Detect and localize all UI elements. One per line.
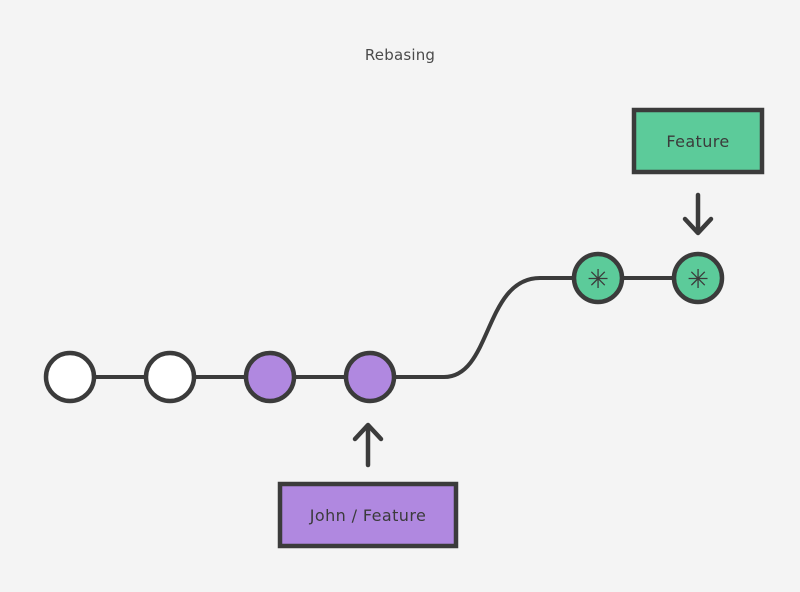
page-title: Rebasing (365, 46, 435, 64)
commit-circle (143, 350, 197, 404)
commit-node-c3[interactable] (243, 350, 297, 404)
commit-circle (671, 251, 725, 305)
commit-node-c5[interactable]: ✳ (571, 251, 625, 305)
feature-label-group[interactable]: Feature (631, 107, 765, 175)
arrow-head-up (352, 422, 384, 442)
commit-circle (243, 350, 297, 404)
commit-circle (43, 350, 97, 404)
commit-node-c2[interactable] (143, 350, 197, 404)
feature-label-box[interactable] (631, 107, 765, 175)
edge-group (94, 276, 674, 379)
commit-node-c1[interactable] (43, 350, 97, 404)
john-feature-label-group[interactable]: John / Feature (277, 481, 459, 549)
commit-nodes: ✳ ✳ (43, 251, 725, 404)
asterisk-icon: ✳ (587, 265, 609, 295)
feature-label-text: Feature (666, 132, 729, 151)
asterisk-icon: ✳ (687, 265, 709, 295)
feature-arrow-icon (682, 192, 714, 236)
edge-c4-c5-curve (394, 276, 574, 379)
commit-circle (571, 251, 625, 305)
commit-circle (343, 350, 397, 404)
commit-node-c6[interactable]: ✳ (671, 251, 725, 305)
john-feature-label-text: John / Feature (309, 506, 426, 525)
commit-node-c4[interactable] (343, 350, 397, 404)
john-feature-label-box[interactable] (277, 481, 459, 549)
arrow-head-down (682, 216, 714, 236)
john-feature-arrow-icon (352, 422, 384, 468)
